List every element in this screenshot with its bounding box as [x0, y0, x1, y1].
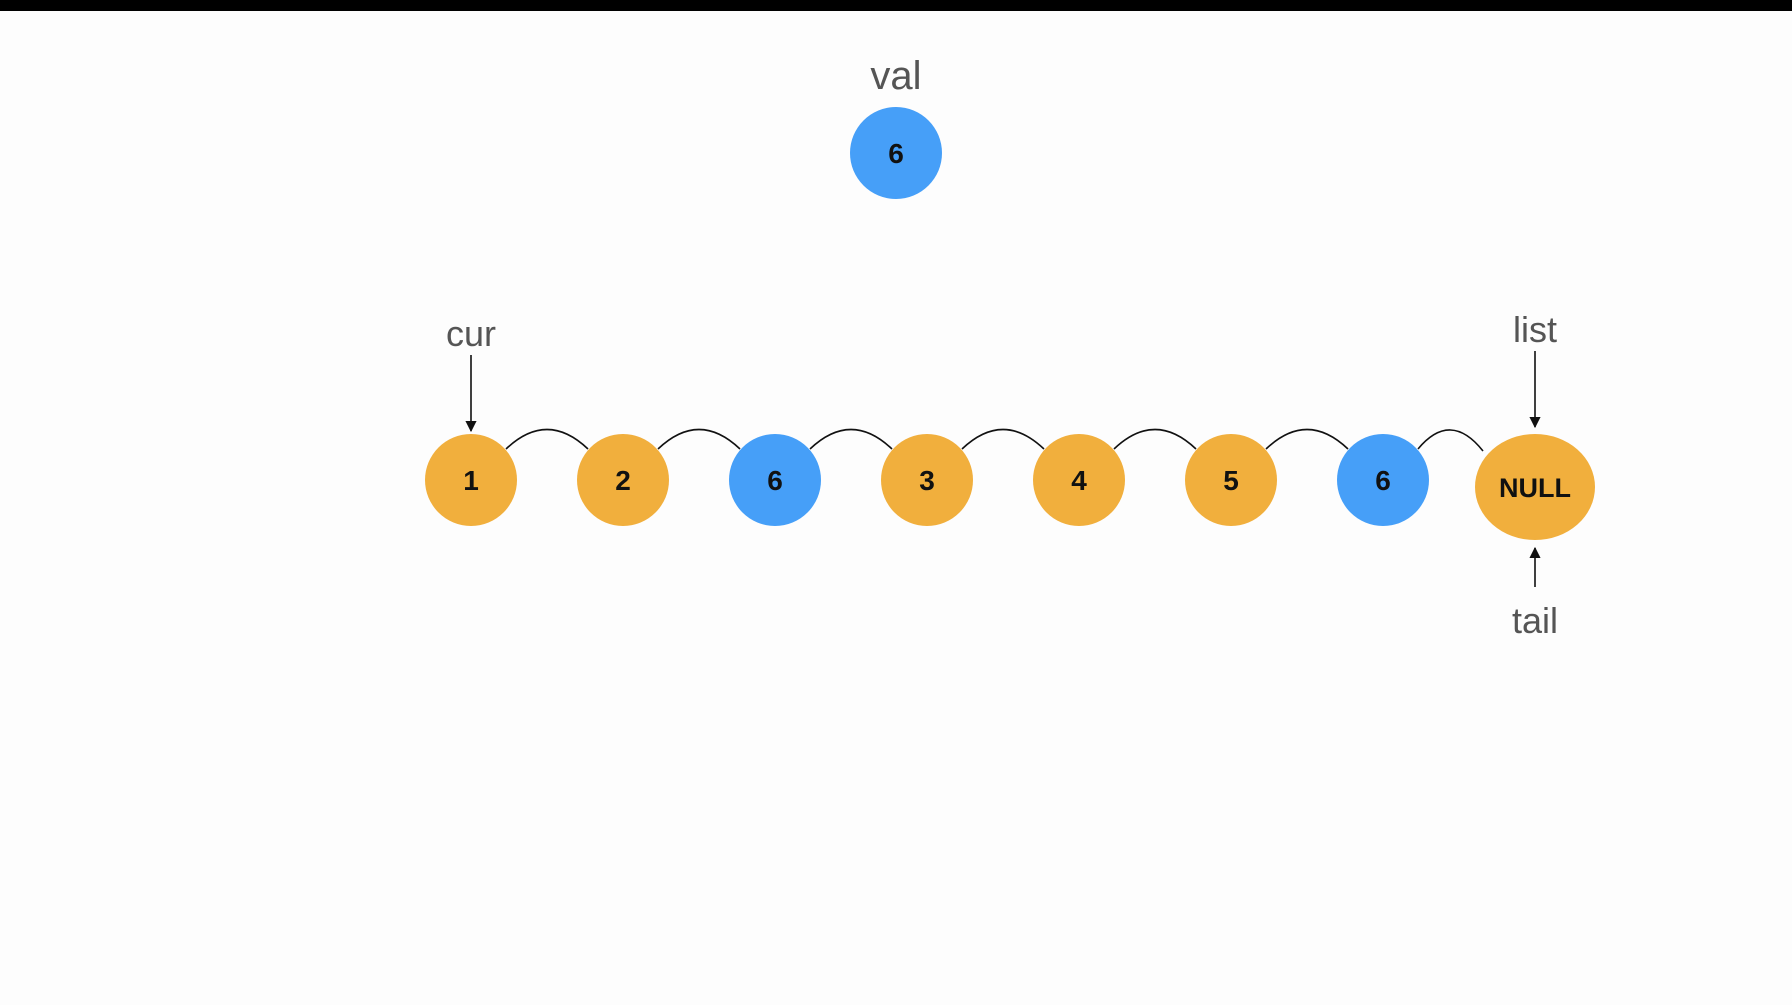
pointer-label: list [1513, 309, 1557, 350]
node-link [961, 428, 1045, 450]
val-label: val [870, 54, 921, 98]
list-node-circle [1337, 434, 1429, 526]
list-node-circle [577, 434, 669, 526]
list-node: 1 [425, 434, 517, 526]
val-node-value: 6 [888, 138, 904, 169]
list-node: 2 [577, 434, 669, 526]
node-link [1417, 429, 1484, 452]
node-link [657, 428, 741, 450]
val-group: val 6 [850, 54, 942, 199]
list-node-value: 1 [463, 465, 479, 496]
top-bar [0, 0, 1792, 11]
pointer-label: tail [1512, 600, 1558, 641]
pointer-list: list [1513, 309, 1557, 429]
list-node-value: 4 [1071, 465, 1087, 496]
list-node: 4 [1033, 434, 1125, 526]
node-links [505, 428, 1484, 452]
list-node: 5 [1185, 434, 1277, 526]
pointer-label: cur [446, 313, 496, 354]
null-node-shape [1475, 434, 1595, 540]
list-node-circle [729, 434, 821, 526]
list-node: NULL [1475, 434, 1595, 540]
node-link [1265, 428, 1349, 450]
list-node: 6 [729, 434, 821, 526]
list-node: 6 [1337, 434, 1429, 526]
pointer-cur: cur [446, 313, 496, 433]
node-link [809, 428, 893, 450]
pointer-tail: tail [1512, 546, 1558, 641]
node-link [505, 428, 589, 450]
list-node-value: NULL [1499, 473, 1571, 503]
list-nodes: 1 2 6 3 4 5 6 NULL [425, 434, 1595, 540]
list-node: 3 [881, 434, 973, 526]
list-node-value: 6 [1375, 465, 1391, 496]
list-node-circle [881, 434, 973, 526]
list-node-circle [1185, 434, 1277, 526]
list-node-value: 6 [767, 465, 783, 496]
pointers: cur list tail [446, 309, 1558, 641]
list-node-circle [425, 434, 517, 526]
node-link [1113, 428, 1197, 450]
list-node-value: 5 [1223, 465, 1239, 496]
list-node-circle [1033, 434, 1125, 526]
val-node [850, 107, 942, 199]
list-node-value: 2 [615, 465, 631, 496]
list-node-value: 3 [919, 465, 935, 496]
